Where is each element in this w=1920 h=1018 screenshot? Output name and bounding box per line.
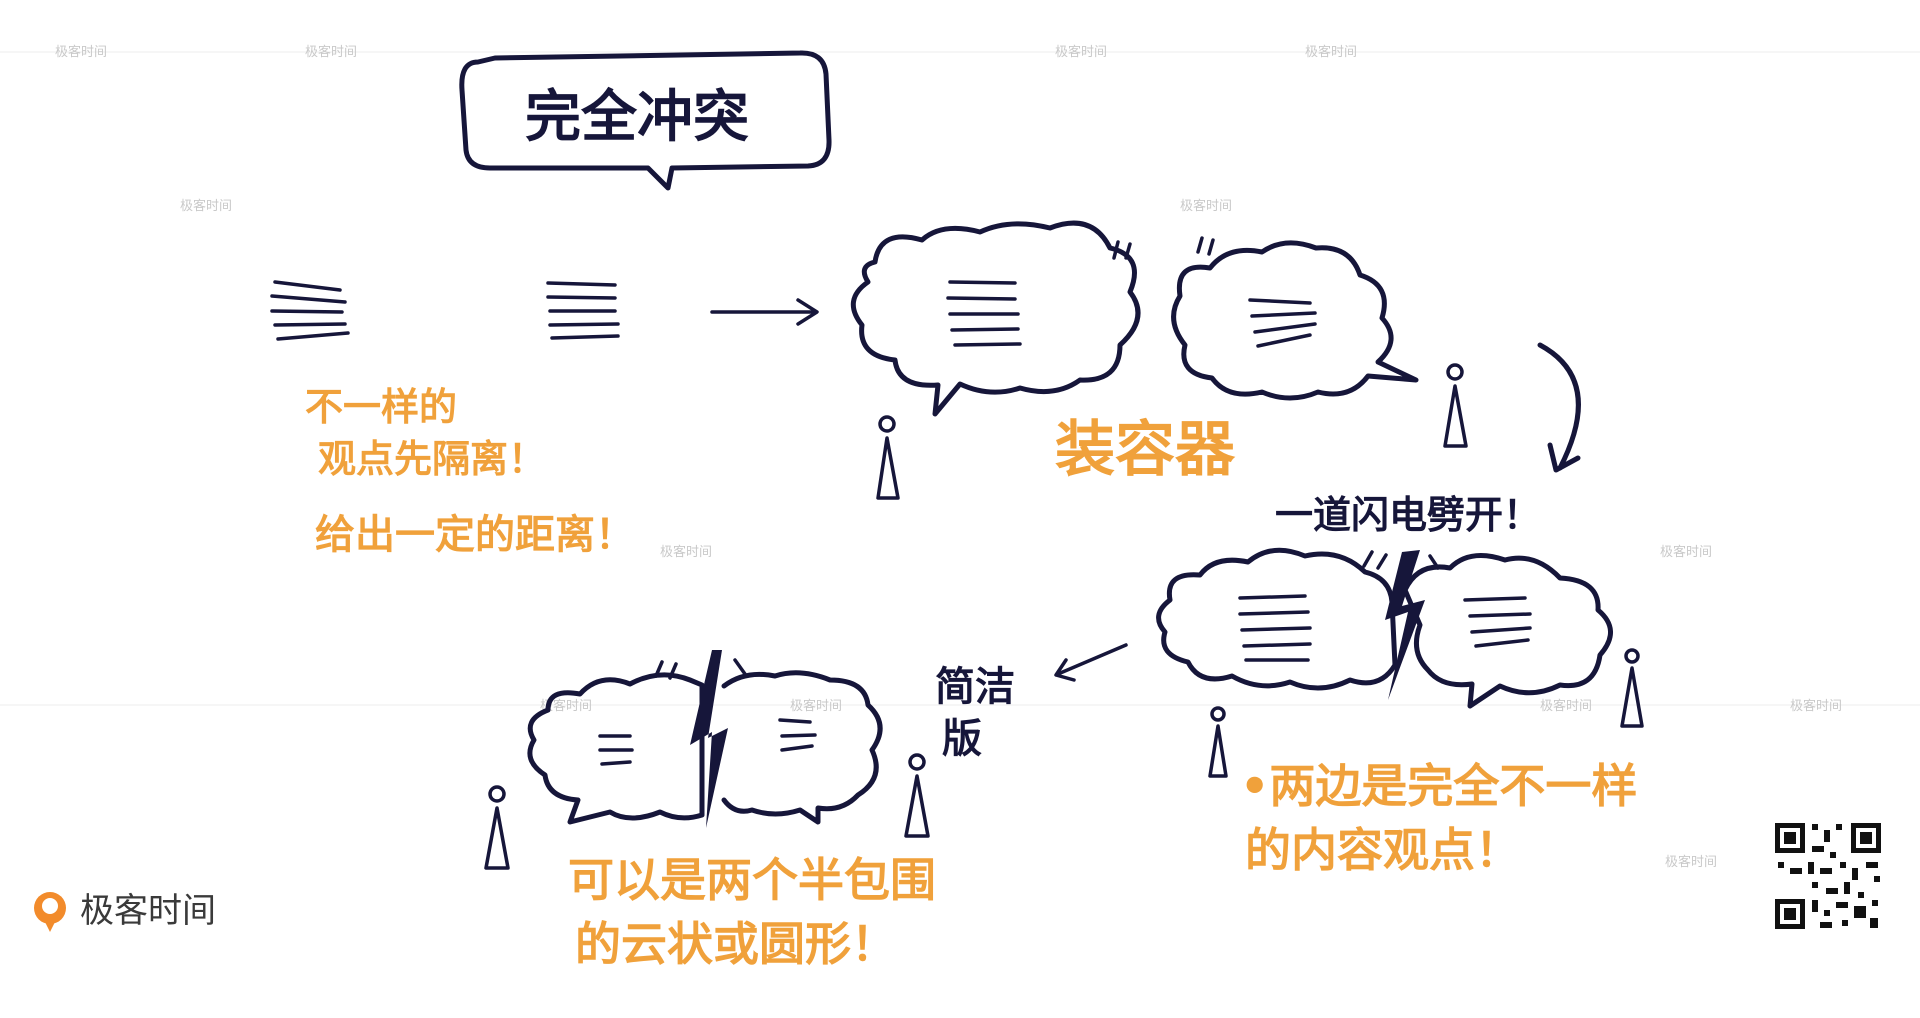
view-lines-left — [270, 280, 350, 341]
caption-different-views: 给出一定的距离！ — [315, 512, 635, 558]
quote-marks — [1112, 236, 1215, 260]
brand-logo-text: 极客时间 — [80, 892, 216, 930]
caption-half-wrap: 可以是两个半包围 — [568, 853, 936, 907]
cloud-lines — [1238, 594, 1532, 662]
watermark: 极客时间 — [1305, 44, 1357, 60]
brand-logo-icon — [34, 892, 66, 932]
caption-completely-different: •两边是完全不一样 — [1240, 759, 1637, 813]
caption-different-views: 不一样的 — [305, 385, 457, 429]
qr-code-icon — [1772, 820, 1884, 932]
cloud-lines — [946, 280, 1022, 347]
watermark: 极客时间 — [660, 544, 712, 560]
caption-half-wrap: 的云状或圆形！ — [575, 917, 897, 971]
speech-bubble-icon — [459, 50, 832, 191]
caption-completely-different: 的内容观点！ — [1245, 823, 1521, 877]
person-icon — [904, 753, 930, 838]
watermark: 极客时间 — [180, 198, 232, 214]
cloud-icon — [850, 220, 1141, 417]
arrow-icon — [1537, 342, 1581, 473]
watermark: 极客时间 — [1540, 698, 1592, 714]
person-icon — [1620, 648, 1644, 728]
cloud-icon — [1171, 240, 1419, 401]
watermark: 极客时间 — [1055, 44, 1107, 60]
view-lines-right — [546, 281, 620, 340]
cloud-icon — [527, 670, 883, 825]
person-icon — [1208, 706, 1228, 778]
watermark: 极客时间 — [540, 698, 592, 714]
watermark: 极客时间 — [1660, 544, 1712, 560]
background-guides — [0, 51, 1920, 706]
caption-different-views: 观点先隔离！ — [318, 437, 546, 481]
person-icon — [876, 415, 900, 500]
caption-container: 装容器 — [1055, 415, 1236, 485]
lightning-icon — [1385, 550, 1425, 700]
cloud-lines — [1248, 298, 1317, 348]
person-icon — [1443, 363, 1468, 448]
lightning-icon — [690, 650, 728, 828]
arrow-icon — [1054, 643, 1128, 682]
arrow-icon — [710, 298, 819, 326]
cloud-icon — [1156, 547, 1613, 709]
watermark: 极客时间 — [1180, 198, 1232, 214]
person-icon — [484, 785, 510, 870]
watermarks: 极客时间 极客时间 极客时间 极客时间 极客时间 极客时间 极客时间 极客时间 … — [55, 44, 1842, 870]
watermark: 极客时间 — [1790, 698, 1842, 714]
quote-marks — [654, 658, 747, 680]
watermark: 极客时间 — [1665, 854, 1717, 870]
caption-simple: 简洁 — [935, 664, 1015, 710]
watermark: 极客时间 — [790, 698, 842, 714]
watermark: 极客时间 — [55, 44, 107, 60]
caption-simple: 版 — [942, 716, 982, 762]
page-title: 完全冲突 — [525, 85, 749, 150]
quote-marks — [1362, 550, 1440, 570]
watermark: 极客时间 — [305, 44, 357, 60]
cloud-lines — [598, 718, 817, 766]
caption-lightning: 一道闪电劈开！ — [1275, 493, 1541, 537]
